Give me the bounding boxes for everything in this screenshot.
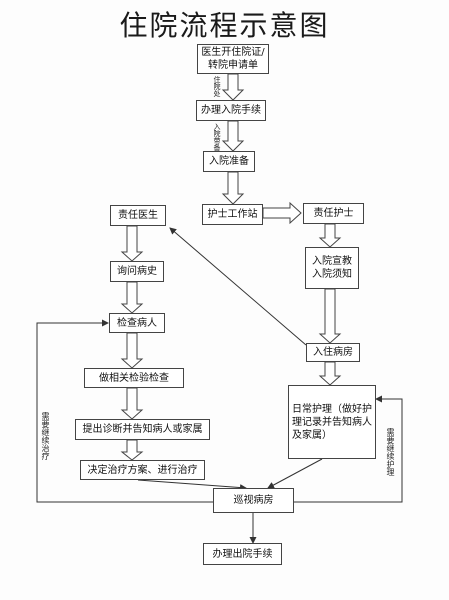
admission-prep-box: 入院准备 (203, 151, 255, 172)
admission-notice-box: 入院宣教入院须知 (305, 247, 359, 289)
daily-care-box: 日常护理（做好护理记录并告知病人及家属） (288, 385, 376, 459)
nurse-station-box: 护士工作站 (202, 204, 263, 225)
page-title: 住院流程示意图 (119, 9, 330, 42)
ward-admission-box: 入住病房 (306, 343, 360, 362)
discharge-box: 办理出院手续 (203, 543, 282, 565)
exam-box: 检查病人 (109, 313, 165, 333)
duty-doctor-box: 责任医生 (110, 205, 166, 226)
admission-procedure-box: 办理入院手续 (196, 100, 266, 121)
diagnosis-box: 提出诊断并告知病人或家属 (75, 419, 210, 440)
with-records-label: 入院带备案 (213, 123, 221, 158)
tests-box: 做相关检验检查 (84, 368, 184, 388)
doctor-order-box: 医生开住院证/转院申请单 (197, 44, 269, 74)
hollow-arrows (120, 73, 342, 461)
continue-care-label: 需要继续护理 (386, 428, 395, 476)
inquiry-box: 询问病史 (110, 261, 164, 282)
duty-nurse-box: 责任护士 (303, 203, 364, 224)
ward-round-box: 巡视病房 (213, 488, 294, 513)
continue-treatment-label: 需要继续治疗 (41, 412, 50, 460)
line-connectors (36, 227, 403, 544)
treatment-box: 决定治疗方案、进行治疗 (80, 460, 205, 480)
admission-office-label: 住院处 (213, 76, 221, 97)
